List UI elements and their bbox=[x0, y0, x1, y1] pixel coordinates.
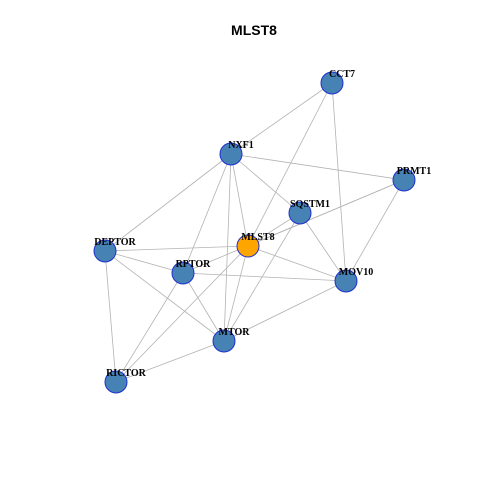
node-mtor bbox=[212, 329, 236, 353]
edge-prmt1-rptor bbox=[182, 179, 405, 274]
edge-cct7-nxf1 bbox=[230, 82, 333, 155]
edge-nxf1-mlst8 bbox=[230, 153, 249, 247]
nodes-layer bbox=[93, 71, 416, 394]
node-label-deptor: DEPTOR bbox=[94, 237, 136, 248]
edge-deptor-rictor bbox=[104, 250, 117, 383]
node-sqstm1 bbox=[288, 201, 312, 225]
node-mov10 bbox=[334, 269, 358, 293]
node-deptor bbox=[93, 239, 117, 263]
node-label-mtor: MTOR bbox=[219, 327, 251, 338]
edge-deptor-rptor bbox=[104, 250, 184, 274]
edge-mlst8-rictor bbox=[115, 245, 249, 383]
node-rictor bbox=[104, 370, 128, 394]
edge-rptor-mov10 bbox=[182, 272, 347, 282]
edge-deptor-mtor bbox=[104, 250, 225, 342]
edges-layer bbox=[104, 82, 405, 383]
node-label-mlst8: MLST8 bbox=[241, 232, 274, 243]
edge-nxf1-mtor bbox=[223, 153, 232, 342]
edge-nxf1-sqstm1 bbox=[230, 153, 301, 214]
edge-nxf1-prmt1 bbox=[230, 153, 405, 181]
edge-mlst8-mov10 bbox=[247, 245, 347, 282]
node-mlst8 bbox=[236, 234, 260, 258]
graph-title: MLST8 bbox=[231, 22, 277, 38]
edge-deptor-mlst8 bbox=[104, 245, 249, 252]
node-nxf1 bbox=[219, 142, 243, 166]
edge-prmt1-mov10 bbox=[345, 179, 405, 282]
node-label-rptor: RPTOR bbox=[176, 259, 212, 270]
node-rptor bbox=[171, 261, 195, 285]
node-label-cct7: CCT7 bbox=[329, 69, 355, 80]
edge-mtor-rictor bbox=[115, 340, 225, 383]
node-prmt1 bbox=[392, 168, 416, 192]
edge-rptor-rictor bbox=[115, 272, 184, 383]
edge-cct7-mov10 bbox=[331, 82, 347, 282]
node-label-rictor: RICTOR bbox=[106, 368, 147, 379]
edge-mov10-mtor bbox=[223, 280, 347, 342]
edge-rptor-mtor bbox=[182, 272, 225, 342]
node-label-mov10: MOV10 bbox=[339, 267, 373, 278]
node-cct7 bbox=[320, 71, 344, 95]
node-label-sqstm1: SQSTM1 bbox=[290, 199, 330, 210]
node-label-nxf1: NXF1 bbox=[228, 140, 254, 151]
edge-nxf1-deptor bbox=[104, 153, 232, 252]
node-label-prmt1: PRMT1 bbox=[397, 166, 431, 177]
edge-mlst8-mtor bbox=[223, 245, 249, 342]
edge-cct7-mlst8 bbox=[247, 82, 333, 247]
edge-sqstm1-mov10 bbox=[299, 212, 347, 282]
edge-nxf1-rptor bbox=[182, 153, 232, 274]
